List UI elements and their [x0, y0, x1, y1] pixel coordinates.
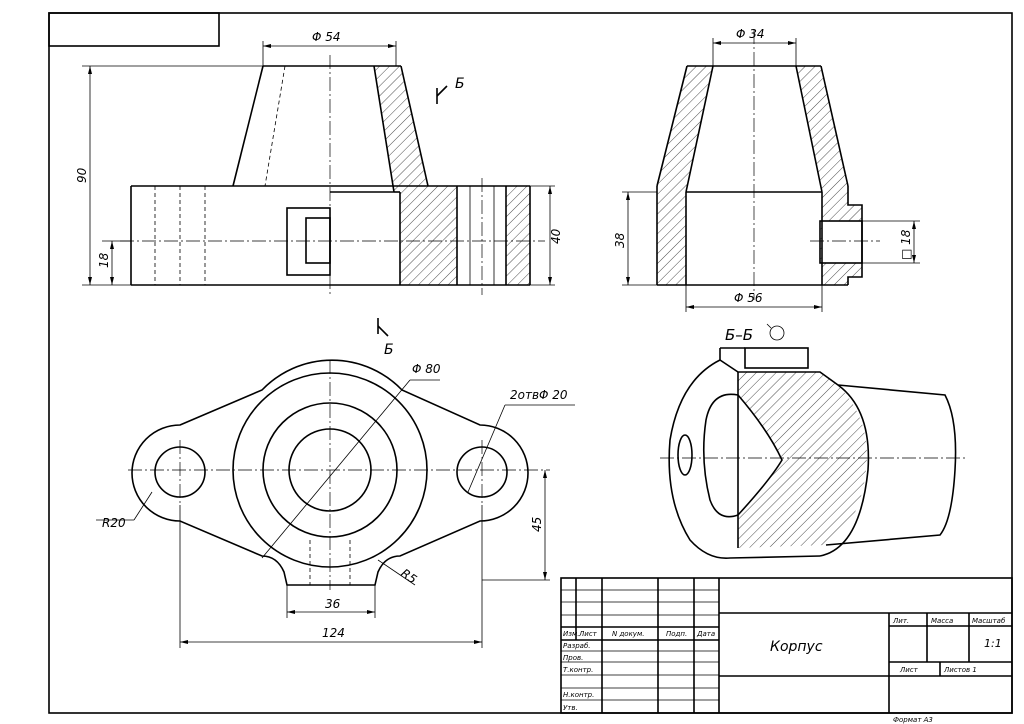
dim-plan-boss-width: 36 — [325, 597, 341, 611]
tb-lit: Лит. — [892, 617, 909, 625]
tb-sheet: Лист — [899, 666, 919, 674]
front-dimensions — [82, 41, 555, 337]
tb-row-tkontr: Т.контр. — [563, 666, 593, 674]
section-mark-bottom: Б — [384, 342, 394, 358]
dim-plan-radius-big: R20 — [102, 516, 126, 530]
dim-plan-offset: 45 — [530, 517, 544, 532]
section-mark-top: Б — [455, 76, 465, 92]
side-dimensions — [622, 38, 920, 312]
tb-col-doc: N докум. — [612, 630, 644, 638]
side-view — [656, 30, 880, 300]
tb-mass: Масса — [931, 617, 953, 625]
tb-row-prov: Пров. — [563, 654, 583, 662]
tb-scale-label: Масштаб — [972, 617, 1006, 625]
dim-plan-dia: Φ 80 — [412, 362, 441, 376]
sheet-frame — [48, 12, 1013, 714]
dim-front-base-height: 18 — [97, 252, 111, 268]
dim-plan-radius-small: R5 — [398, 566, 419, 587]
dim-front-top-dia: Φ 54 — [312, 30, 341, 44]
tb-col-izm: Изм. — [563, 630, 579, 638]
tb-col-list: Лист — [578, 630, 598, 638]
section-title: Б–Б — [725, 326, 753, 344]
tb-col-date: Дата — [696, 630, 715, 638]
tb-row-razrab: Разраб. — [563, 642, 591, 650]
dim-front-height: 90 — [75, 167, 89, 183]
tb-scale: 1:1 — [984, 637, 1002, 650]
dim-side-bottom-dia: Φ 56 — [734, 291, 763, 305]
tb-row-nkontr: Н.контр. — [563, 691, 594, 699]
plan-view — [128, 359, 550, 590]
tb-col-sign: Подп. — [666, 630, 687, 638]
front-view — [120, 55, 545, 295]
corner-stamp-box — [48, 12, 220, 47]
rotation-icon — [769, 325, 785, 341]
dim-side-base-height: 38 — [613, 232, 627, 248]
dim-plan-total-length: 124 — [322, 626, 345, 640]
tb-part-name: Корпус — [770, 639, 823, 655]
plan-dimensions — [96, 379, 575, 648]
tb-sheets: Листов 1 — [943, 666, 977, 674]
title-block — [560, 577, 1013, 714]
tb-row-utv: Утв. — [563, 704, 578, 712]
tb-format: Формат А3 — [893, 716, 933, 724]
dim-side-top-dia: Φ 34 — [736, 27, 765, 41]
dim-plan-holes: 2отвΦ 20 — [510, 388, 568, 402]
section-view — [660, 347, 965, 559]
dim-side-square: □ 18 — [899, 229, 913, 260]
dim-front-side-height: 40 — [549, 228, 563, 244]
rotation-arrow-icon — [766, 323, 772, 329]
